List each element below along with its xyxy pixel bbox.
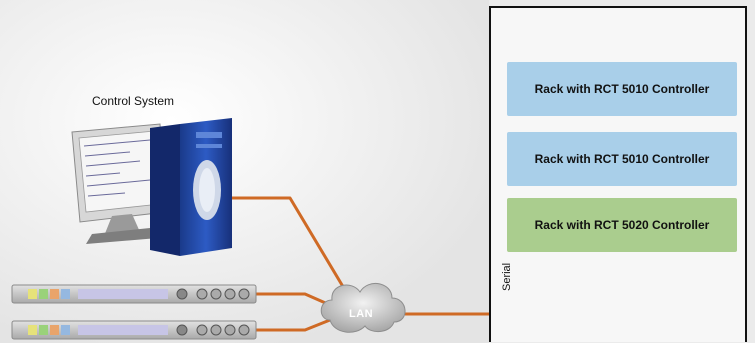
cable-device2-to-lan	[256, 316, 336, 332]
monitor-icon	[71, 123, 167, 244]
device-1	[11, 284, 257, 304]
lan-label: LAN	[349, 308, 374, 320]
device-2	[11, 320, 257, 340]
lan-cloud-icon	[320, 283, 406, 333]
cables	[222, 196, 500, 332]
cable-device1-to-lan	[256, 292, 331, 307]
rack-rct5020: Rack with RCT 5020 Controller	[507, 198, 737, 252]
rack-rct5010-1: Rack with RCT 5010 Controller	[507, 62, 737, 116]
rack-rct5010-2: Rack with RCT 5010 Controller	[507, 132, 737, 186]
control-system-label: Control System	[92, 94, 175, 108]
serial-label: Serial	[501, 262, 513, 291]
cable-pc-to-lan	[222, 196, 347, 291]
pc-tower-icon	[150, 118, 232, 256]
